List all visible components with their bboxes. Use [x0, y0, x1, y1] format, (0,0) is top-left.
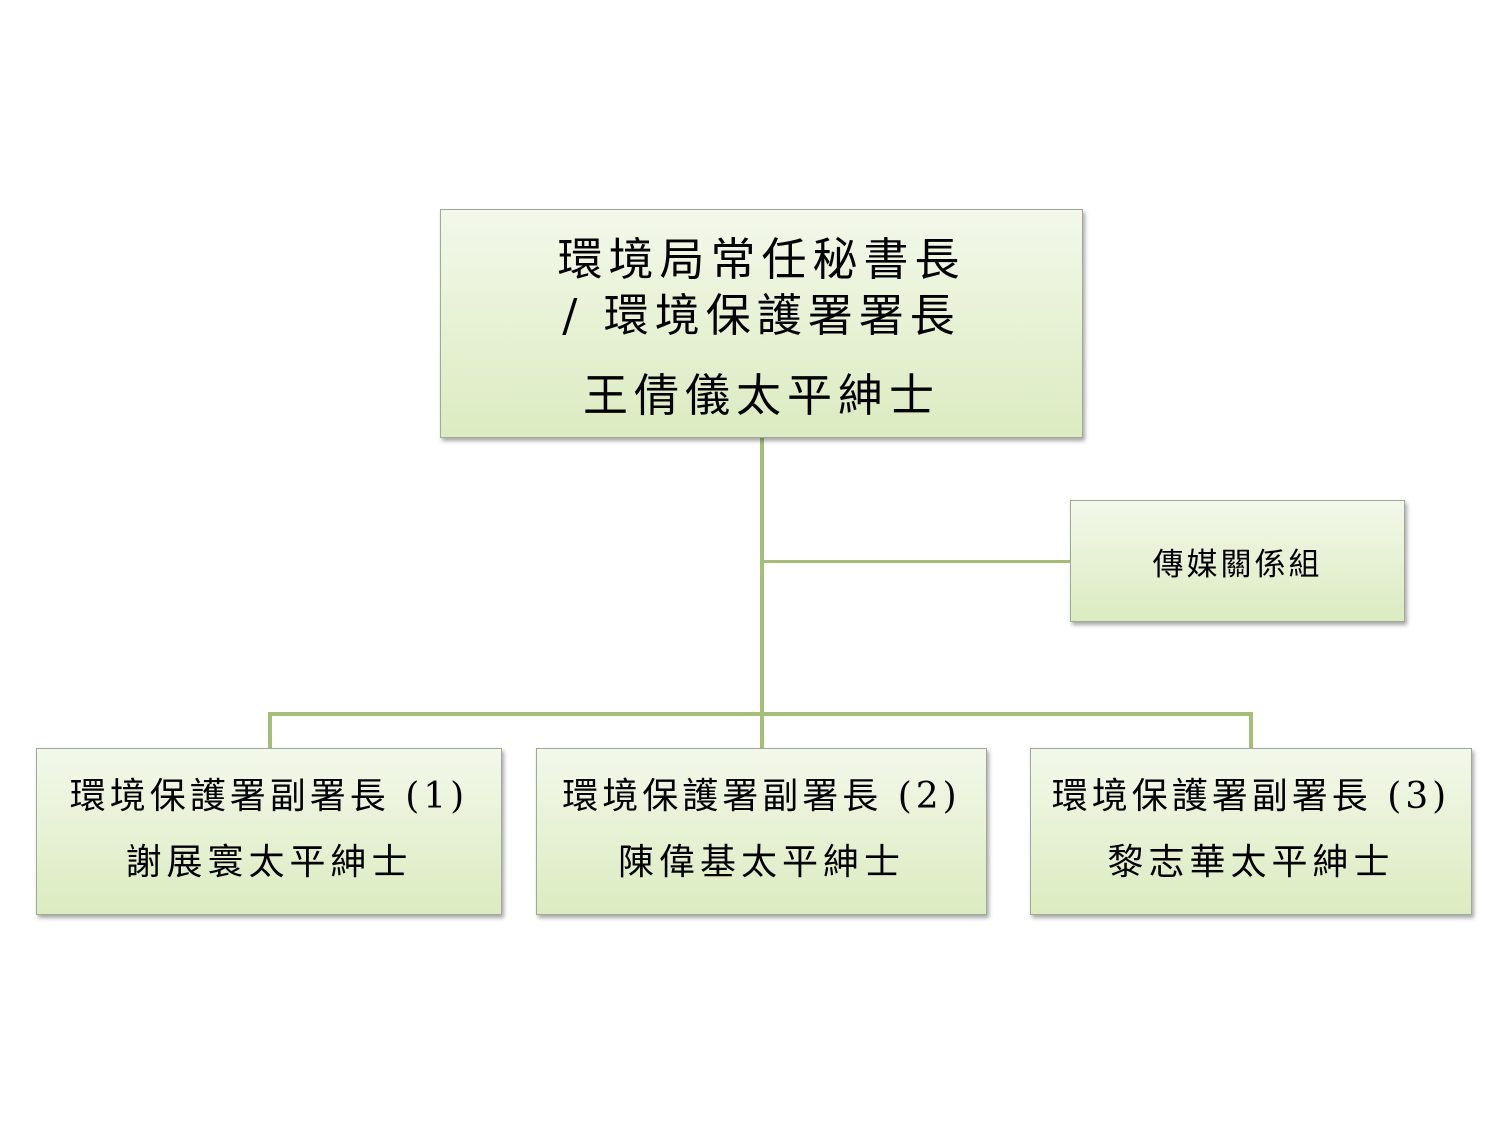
connector-media-branch — [762, 560, 1070, 563]
deputy-2-title: 環境保護署副署長 (2) — [562, 776, 961, 817]
deputy-1-title: 環境保護署副署長 (1) — [69, 776, 469, 817]
media-unit-label: 傳媒關係組 — [1152, 546, 1323, 583]
head-node: 環境局常任秘書長 / 環境保護署署長 王倩儀太平紳士 — [440, 209, 1083, 438]
connector-deputy-3-drop — [1249, 712, 1253, 748]
connector-deputy-1-drop — [268, 712, 272, 748]
deputy-3-name: 黎志華太平紳士 — [1107, 842, 1395, 883]
head-title-line2: / 環境保護署署長 — [562, 289, 961, 342]
connector-deputies-bar — [268, 712, 1253, 716]
deputy-3-title: 環境保護署副署長 (3) — [1051, 776, 1451, 817]
deputy-node-1: 環境保護署副署長 (1) 謝展寰太平紳士 — [36, 748, 502, 915]
deputy-1-name: 謝展寰太平紳士 — [125, 842, 413, 883]
media-unit-node: 傳媒關係組 — [1070, 500, 1405, 622]
deputy-node-2: 環境保護署副署長 (2) 陳偉基太平紳士 — [536, 748, 987, 915]
head-name: 王倩儀太平紳士 — [582, 369, 940, 422]
deputy-node-3: 環境保護署副署長 (3) 黎志華太平紳士 — [1030, 748, 1472, 915]
deputy-2-name: 陳偉基太平紳士 — [617, 842, 905, 883]
head-title-line1: 環境局常任秘書長 — [557, 233, 966, 286]
connector-trunk — [760, 438, 764, 748]
